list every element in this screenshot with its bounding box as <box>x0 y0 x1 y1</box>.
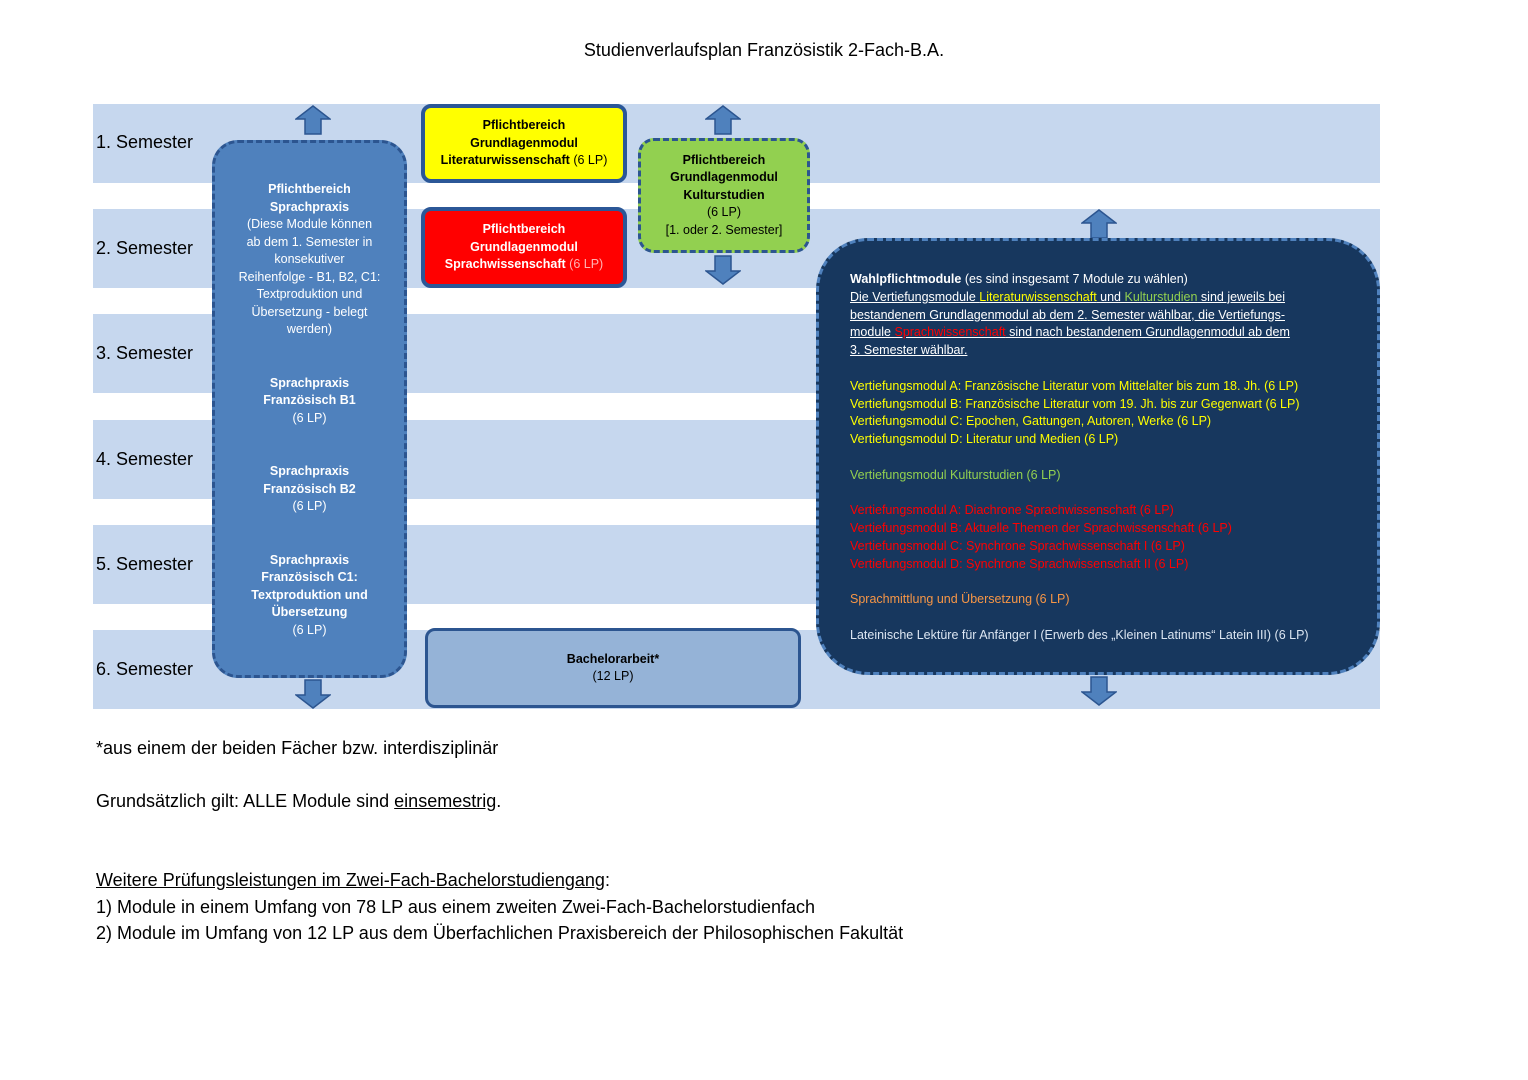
grundsatz-note: Grundsätzlich gilt: ALLE Module sind ein… <box>96 791 502 811</box>
latein-module: Lateinische Lektüre für Anfänger I (Erwe… <box>850 627 1309 642</box>
sprachpraxis-b1: Sprachpraxis Französisch B1 (6 LP) <box>263 375 356 425</box>
sprachpraxis-module-box: Pflichtbereich Sprachpraxis (Diese Modul… <box>212 140 407 678</box>
vertiefung-lit-d: Vertiefungsmodul D: Literatur und Medien… <box>850 432 1119 447</box>
weitere-heading: Weitere Prüfungsleistungen im Zwei-Fach-… <box>96 870 610 890</box>
bachelorarbeit-box: Bachelorarbeit* (12 LP) <box>425 628 801 708</box>
sprachpraxis-b2: Sprachpraxis Französisch B2 (6 LP) <box>263 464 356 513</box>
wahlpflicht-heading: Wahlpflichtmodule (es sind insgesamt 7 M… <box>850 272 1188 286</box>
literaturwissenschaft-module-box: Pflichtbereich Grundlagenmodul Literatur… <box>421 104 627 183</box>
vertiefung-spw-c: Vertiefungsmodul C: Synchrone Sprachwiss… <box>850 538 1185 553</box>
arrow-up-icon <box>295 105 331 135</box>
arrow-up-icon <box>705 105 741 135</box>
arrow-down-icon <box>705 255 741 285</box>
vertiefung-spw-a: Vertiefungsmodul A: Diachrone Sprachwiss… <box>850 503 1174 518</box>
sprachpraxis-c1: Sprachpraxis Französisch C1: Textprodukt… <box>251 552 368 637</box>
sprachpraxis-header: Pflichtbereich Sprachpraxis (Diese Modul… <box>238 182 381 336</box>
semester-label-3: 3. Semester <box>96 343 194 363</box>
weitere-item-1: 1) Module in einem Umfang von 78 LP aus … <box>96 897 816 917</box>
vertiefung-lit-c: Vertiefungsmodul C: Epochen, Gattungen, … <box>850 414 1212 429</box>
footnote: *aus einem der beiden Fächer bzw. interd… <box>96 738 499 758</box>
arrow-down-icon <box>1081 676 1117 706</box>
semester-label-4: 4. Semester <box>96 449 194 469</box>
semester-label-1: 1. Semester <box>96 132 194 152</box>
kulturstudien-module-box: Pflichtbereich Grundlagenmodul Kulturstu… <box>638 138 810 253</box>
vertiefung-lit-a: Vertiefungsmodul A: Französische Literat… <box>850 378 1299 393</box>
semester-label-5: 5. Semester <box>96 554 194 574</box>
sprachwissenschaft-module-box: Pflichtbereich Grundlagenmodul Sprachwis… <box>421 207 627 288</box>
wahlpflichtmodule-box: Wahlpflichtmodule (es sind insgesamt 7 M… <box>816 238 1380 675</box>
weitere-item-2: 2) Module im Umfang von 12 LP aus dem Üb… <box>96 923 904 943</box>
semester-label-6: 6. Semester <box>96 659 194 679</box>
arrow-down-icon <box>295 679 331 709</box>
vertiefung-kulturstudien: Vertiefungsmodul Kulturstudien (6 LP) <box>850 467 1061 482</box>
vertiefung-spw-b: Vertiefungsmodul B: Aktuelle Themen der … <box>850 521 1232 536</box>
semester-label-2: 2. Semester <box>96 238 194 258</box>
sprachmittlung-module: Sprachmittlung und Übersetzung (6 LP) <box>850 592 1070 607</box>
vertiefung-lit-b: Vertiefungsmodul B: Französische Literat… <box>850 396 1300 411</box>
arrow-up-icon <box>1081 209 1117 239</box>
page-title: Studienverlaufsplan Französistik 2-Fach-… <box>583 40 945 60</box>
vertiefung-spw-d: Vertiefungsmodul D: Synchrone Sprachwiss… <box>850 556 1189 571</box>
